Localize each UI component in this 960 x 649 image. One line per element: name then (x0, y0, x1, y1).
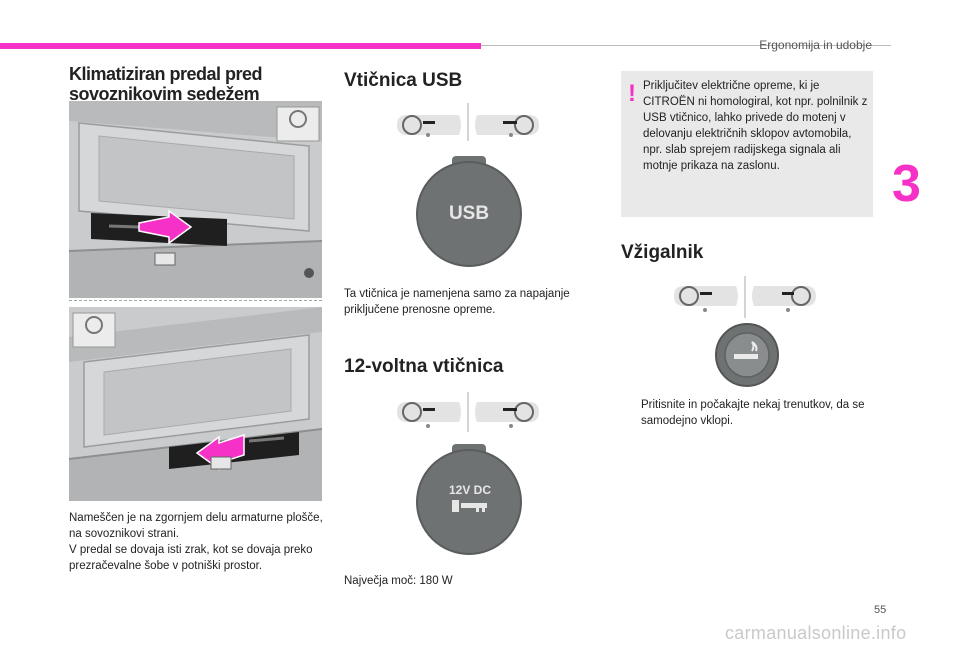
glovebox-text-2: V predal se dovaja isti zrak, kot se dov… (69, 544, 313, 572)
usb-socket-cap: USB (416, 156, 522, 267)
car-position-inset (276, 106, 320, 142)
socket12v-cap: 12V DC (416, 444, 522, 555)
glovebox-photo-open (69, 101, 322, 298)
lighter-icon (734, 341, 758, 359)
page-number: 55 (874, 604, 887, 616)
socket12v-cap-label: 12V DC (449, 483, 491, 497)
arrow-right-icon (138, 209, 193, 245)
glovebox-photo-closed (69, 307, 322, 501)
socket12v-title: 12-voltna vtičnica (344, 356, 504, 377)
warning-text: Priključitev električne opreme, ki je CI… (643, 80, 868, 172)
photo-divider (69, 300, 322, 301)
warning-box (621, 71, 873, 217)
usb-cap-label: USB (449, 203, 489, 224)
glovebox-title: Klimatiziran predal pred sovoznikovim se… (69, 64, 263, 104)
dashboard-location-icon (397, 392, 539, 432)
usb-title: Vtičnica USB (344, 70, 463, 91)
dashboard-location-icon (674, 276, 816, 318)
header-rule (481, 45, 891, 46)
glovebox-text-1: Nameščen je na zgornjem delu armaturne p… (69, 512, 323, 540)
usb-description: Ta vtičnica je namenjena samo za napajan… (344, 288, 570, 316)
car-position-inset (72, 312, 116, 348)
watermark: carmanualsonline.info (725, 623, 907, 643)
chapter-number: 3 (892, 155, 921, 213)
lighter-instruction-text: Pritisnite in počakajte nekaj trenutkov,… (641, 399, 865, 427)
dashboard-location-icon (397, 103, 539, 141)
key-icon (452, 500, 487, 512)
lighter-title: Vžigalnik (621, 242, 704, 263)
lighter-instruction: Pritisnite in počakajte nekaj trenutkov,… (621, 397, 901, 429)
glovebox-description: Nameščen je na zgornjem delu armaturne p… (69, 510, 329, 574)
arrow-left-icon (195, 433, 245, 471)
header-accent-bar (0, 43, 481, 49)
cigarette-lighter (715, 323, 779, 387)
warning-icon: ! (628, 80, 636, 107)
socket12v-max-power: Največja moč: 180 W (344, 575, 453, 587)
section-name: Ergonomija in udobje (759, 38, 872, 52)
